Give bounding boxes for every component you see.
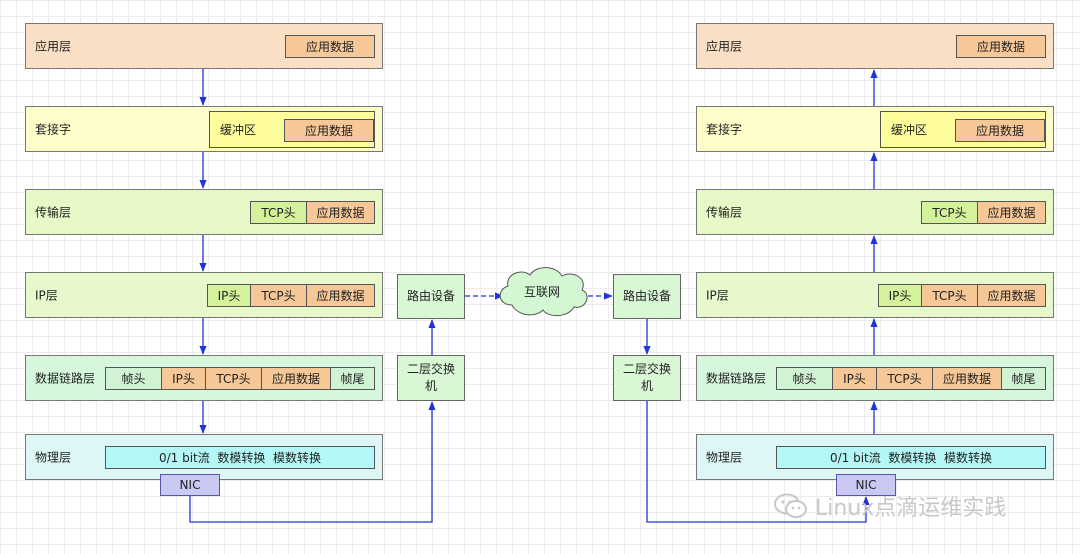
left-transport-layer: 传输层 TCP头 应用数据	[25, 189, 383, 235]
right-switch: 二层交换机	[613, 355, 681, 401]
left-link-ip-header: IP头	[161, 367, 206, 390]
right-router: 路由设备	[613, 274, 681, 319]
left-link-data-cell: 应用数据	[261, 367, 331, 390]
left-transport-tcp-header: TCP头	[250, 201, 307, 224]
right-bitstream-box: 0/1 bit流 数模转换 模数转换	[776, 446, 1046, 469]
right-buffer-box: 缓冲区 应用数据	[880, 111, 1046, 148]
left-bitstream-box: 0/1 bit流 数模转换 模数转换	[105, 446, 375, 469]
right-nic: NIC	[836, 474, 896, 496]
right-application-layer-label: 应用层	[706, 39, 743, 54]
right-transport-layer: 传输层 TCP头 应用数据	[696, 189, 1054, 235]
internet-cloud-icon	[499, 267, 588, 317]
right-ip-data-cell: 应用数据	[977, 284, 1046, 307]
right-buffer-label: 缓冲区	[891, 123, 928, 137]
internet-label: 互联网	[523, 285, 560, 299]
left-datalink-layer-label: 数据链路层	[35, 371, 96, 386]
left-ip-header: IP头	[207, 284, 251, 307]
right-frame-tail: 帧尾	[1001, 367, 1046, 390]
right-socket-data-cell: 应用数据	[955, 119, 1045, 142]
right-ip-layer-label: IP层	[706, 288, 729, 303]
left-ip-data-cell: 应用数据	[306, 284, 375, 307]
left-switch: 二层交换机	[397, 355, 465, 401]
left-application-layer-label: 应用层	[35, 39, 72, 54]
left-nic-to-switch-wire	[189, 401, 436, 523]
left-router: 路由设备	[397, 274, 465, 319]
left-transport-layer-label: 传输层	[35, 205, 72, 220]
right-ip-tcp-header: TCP头	[921, 284, 978, 307]
left-socket-layer: 套接字 缓冲区 应用数据	[25, 106, 383, 152]
right-physical-layer-label: 物理层	[706, 450, 743, 465]
left-buffer-box: 缓冲区 应用数据	[209, 111, 375, 148]
watermark: Linux点滴运维实践	[773, 490, 1006, 522]
right-application-layer: 应用层 应用数据	[696, 23, 1054, 69]
right-datalink-layer-label: 数据链路层	[706, 371, 767, 386]
left-physical-layer: 物理层 0/1 bit流 数模转换 模数转换	[25, 434, 383, 480]
left-ip-tcp-header: TCP头	[250, 284, 307, 307]
right-switch-to-nic-wire	[646, 401, 870, 523]
left-datalink-layer: 数据链路层 帧头 IP头 TCP头 应用数据 帧尾	[25, 355, 383, 401]
left-physical-layer-label: 物理层	[35, 450, 72, 465]
right-transport-layer-label: 传输层	[706, 205, 743, 220]
left-app-data-cell: 应用数据	[285, 35, 375, 58]
right-transport-data-cell: 应用数据	[977, 201, 1046, 224]
left-application-layer: 应用层 应用数据	[25, 23, 383, 69]
right-socket-layer-label: 套接字	[706, 122, 743, 137]
right-link-ip-header: IP头	[832, 367, 877, 390]
left-ip-layer-label: IP层	[35, 288, 58, 303]
wechat-icon	[774, 493, 807, 518]
left-nic: NIC	[160, 474, 220, 496]
right-datalink-layer: 数据链路层 帧头 IP头 TCP头 应用数据 帧尾	[696, 355, 1054, 401]
left-socket-data-cell: 应用数据	[284, 119, 374, 142]
right-ip-layer: IP层 IP头 TCP头 应用数据	[696, 272, 1054, 318]
left-buffer-label: 缓冲区	[220, 123, 257, 137]
left-transport-data-cell: 应用数据	[306, 201, 375, 224]
watermark-text: Linux点滴运维实践	[815, 496, 1007, 521]
right-frame-header: 帧头	[776, 367, 833, 390]
right-physical-layer: 物理层 0/1 bit流 数模转换 模数转换	[696, 434, 1054, 480]
left-socket-layer-label: 套接字	[35, 122, 72, 137]
right-socket-layer: 套接字 缓冲区 应用数据	[696, 106, 1054, 152]
right-link-data-cell: 应用数据	[932, 367, 1002, 390]
left-frame-tail: 帧尾	[330, 367, 375, 390]
right-app-data-cell: 应用数据	[956, 35, 1046, 58]
left-frame-header: 帧头	[105, 367, 162, 390]
left-ip-layer: IP层 IP头 TCP头 应用数据	[25, 272, 383, 318]
left-link-tcp-header: TCP头	[205, 367, 262, 390]
